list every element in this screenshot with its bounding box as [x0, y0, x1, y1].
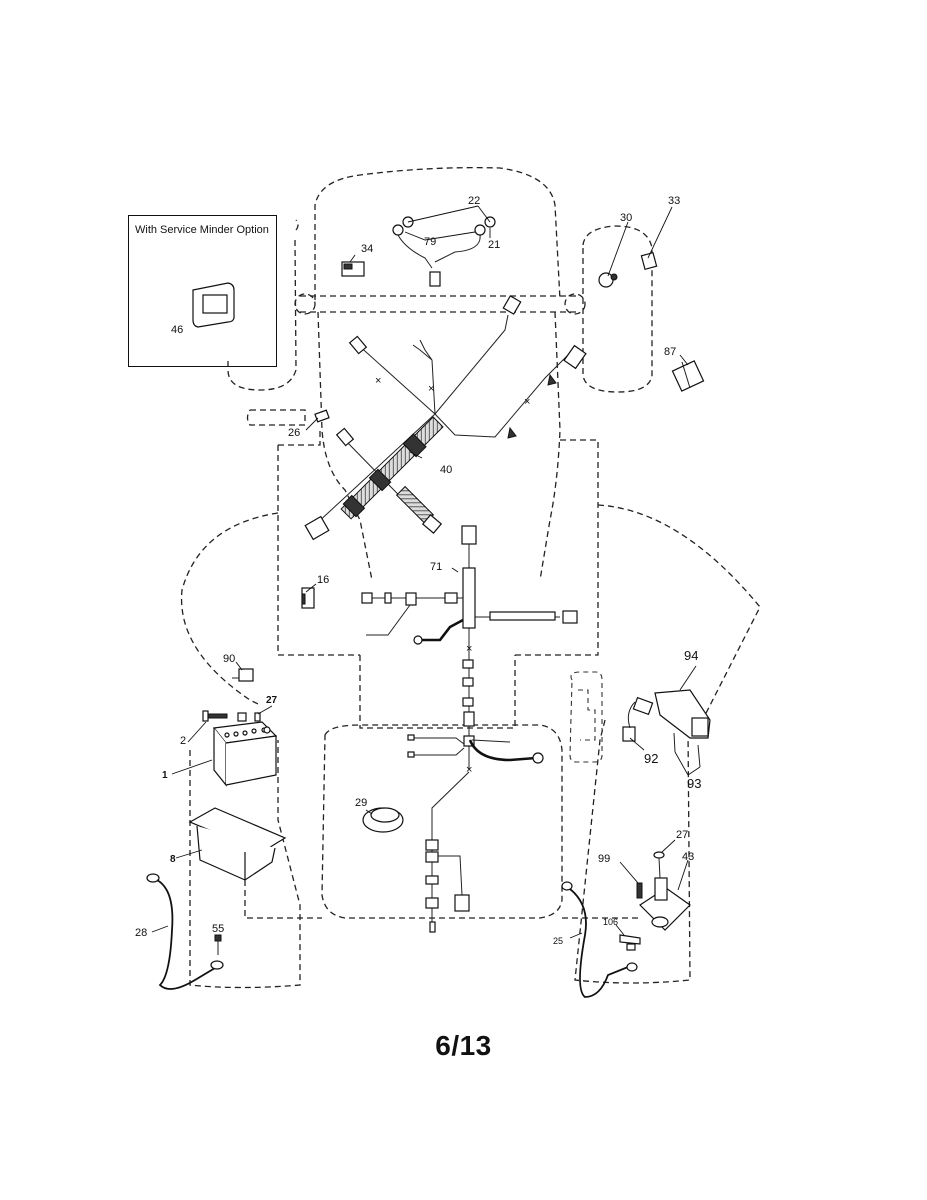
callout-99: 99: [598, 853, 610, 865]
callout-87: 87: [664, 346, 676, 358]
part-26-clip: [314, 409, 330, 423]
callout-40: 40: [440, 464, 452, 476]
part-29-horn: [362, 807, 404, 833]
part-92-connector: [622, 696, 654, 742]
callout-28: 28: [135, 927, 147, 939]
part-46-service-minder: [192, 282, 235, 328]
callout-30: 30: [620, 212, 632, 224]
part-25-cable: [561, 881, 638, 998]
part-106-clip: [619, 934, 641, 951]
callout-34: 34: [361, 243, 373, 255]
callout-43: 43: [682, 851, 694, 863]
callout-leaders: [151, 205, 701, 939]
part-94-module: [654, 689, 711, 739]
callout-27-right: 27: [676, 829, 688, 841]
callout-71: 71: [430, 561, 442, 573]
callout-21: 21: [488, 239, 500, 251]
callout-8: 8: [170, 854, 176, 865]
svg-text:×: ×: [428, 383, 434, 395]
callout-55: 55: [212, 923, 224, 935]
part-99-screw: [636, 882, 643, 899]
svg-text:×: ×: [466, 643, 472, 655]
part-34-switch: [341, 261, 365, 277]
wiring-harness-40: × × ×: [304, 295, 587, 541]
callout-29: 29: [355, 797, 367, 809]
part-93-screws: [673, 732, 701, 768]
part-90-connector: [232, 668, 254, 682]
part-2-bolt: [202, 710, 261, 722]
chassis-outline: [180, 166, 761, 989]
callout-33: 33: [668, 195, 680, 207]
part-1-battery: [212, 721, 278, 787]
callout-1: 1: [162, 770, 168, 781]
part-8-battery-tray: [188, 807, 287, 881]
service-minder-option-box: With Service Minder Option 46: [128, 215, 277, 367]
callout-92: 92: [644, 751, 658, 766]
part-30-ignition-switch: [598, 272, 618, 288]
part-55-bolt: [214, 934, 222, 955]
callout-25: 25: [553, 936, 563, 946]
callout-106: 106: [603, 917, 618, 927]
page-number: 6/13: [435, 1030, 492, 1061]
callout-94: 94: [684, 648, 698, 663]
part-33-switch: [640, 251, 658, 271]
svg-text:×: ×: [375, 375, 381, 387]
part-21-headlight-harness: [392, 216, 496, 287]
svg-text:×: ×: [524, 396, 530, 408]
callout-46: 46: [171, 324, 184, 336]
callout-26: 26: [288, 427, 300, 439]
callout-16: 16: [317, 574, 329, 586]
callout-labels: 22 79 21 34 30 33 87 26 40 71 16 90 27 2…: [135, 195, 701, 946]
wiring-harness-71: × ×: [361, 525, 578, 933]
callout-2: 2: [180, 735, 186, 747]
part-43-solenoid: [639, 851, 691, 931]
callout-79: 79: [424, 236, 436, 248]
svg-text:×: ×: [466, 764, 472, 776]
part-87-relay: [671, 360, 705, 392]
callout-90: 90: [223, 653, 235, 665]
part-28-ground-cable: [146, 873, 224, 990]
part-16-switch: [301, 587, 315, 609]
callout-27-left: 27: [266, 695, 278, 706]
callout-22: 22: [468, 195, 480, 207]
option-box-title: With Service Minder Option: [135, 224, 269, 236]
callout-93: 93: [687, 776, 701, 791]
